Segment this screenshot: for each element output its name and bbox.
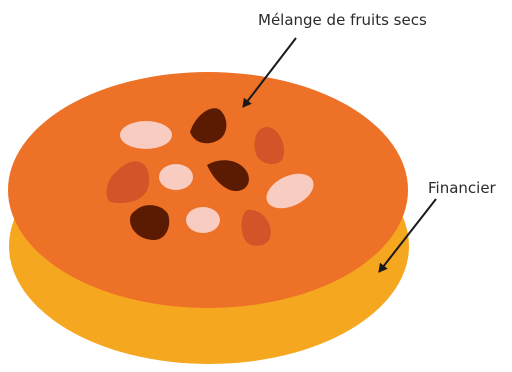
almond-piece: [120, 121, 172, 149]
almond-piece: [186, 207, 220, 233]
fruits-label: Mélange de fruits secs: [258, 13, 427, 28]
financier-label: Financier: [428, 181, 496, 196]
almond-piece: [159, 164, 193, 190]
fruit-topping-layer: [8, 72, 408, 308]
